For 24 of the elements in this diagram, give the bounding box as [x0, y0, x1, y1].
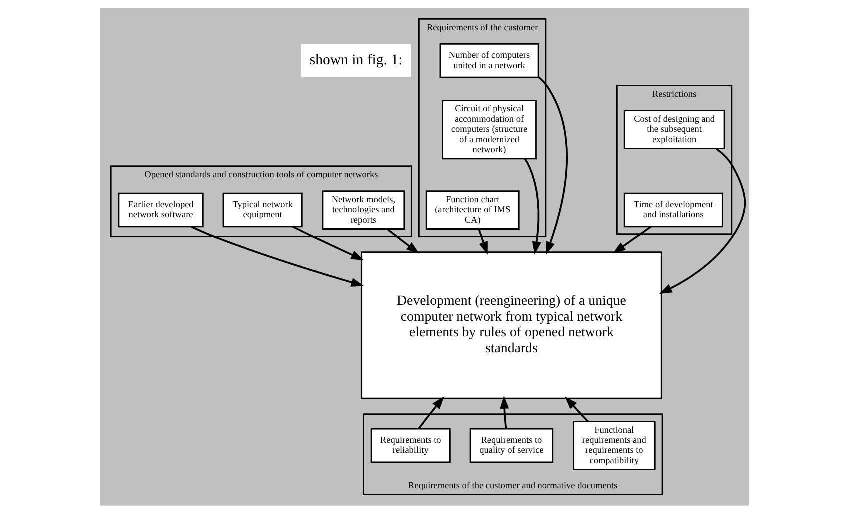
arrow: [386, 228, 419, 254]
arrow: [612, 226, 652, 254]
node-box: Network models, technologies and reports: [322, 190, 405, 230]
arrow: [478, 229, 488, 255]
arrow: [538, 76, 568, 255]
node-box: Function chart (architecture of IMS CA): [425, 190, 520, 230]
arrow: [500, 396, 509, 430]
node-box: Typical network equipment: [222, 192, 302, 228]
node-box: Number of computers united in a network: [439, 44, 539, 78]
arrow: [564, 396, 588, 422]
node-box: Time of development and installations: [623, 192, 723, 228]
node-box: Requirements to reliability: [370, 428, 450, 464]
arrow: [190, 226, 364, 287]
arrow: [524, 158, 541, 255]
node-box: Earlier developed network software: [118, 192, 204, 228]
arrow: [658, 148, 746, 294]
node-box: Requirements to quality of service: [469, 428, 554, 464]
arrow: [292, 226, 364, 260]
node-box: Circuit of physical accommodation of computers (structure of a modernized network): [442, 100, 536, 160]
node-box: Functional requirements and requirements to compatibility: [572, 421, 656, 470]
node-box: Cost of designing and the subsequent exploitation: [623, 110, 725, 150]
node-box: Development (reengineering) of a unique computer network from typical network elements by rules of opened network standards: [360, 252, 662, 400]
arrow: [418, 396, 444, 430]
label: shown in fig. 1:: [309, 52, 402, 68]
